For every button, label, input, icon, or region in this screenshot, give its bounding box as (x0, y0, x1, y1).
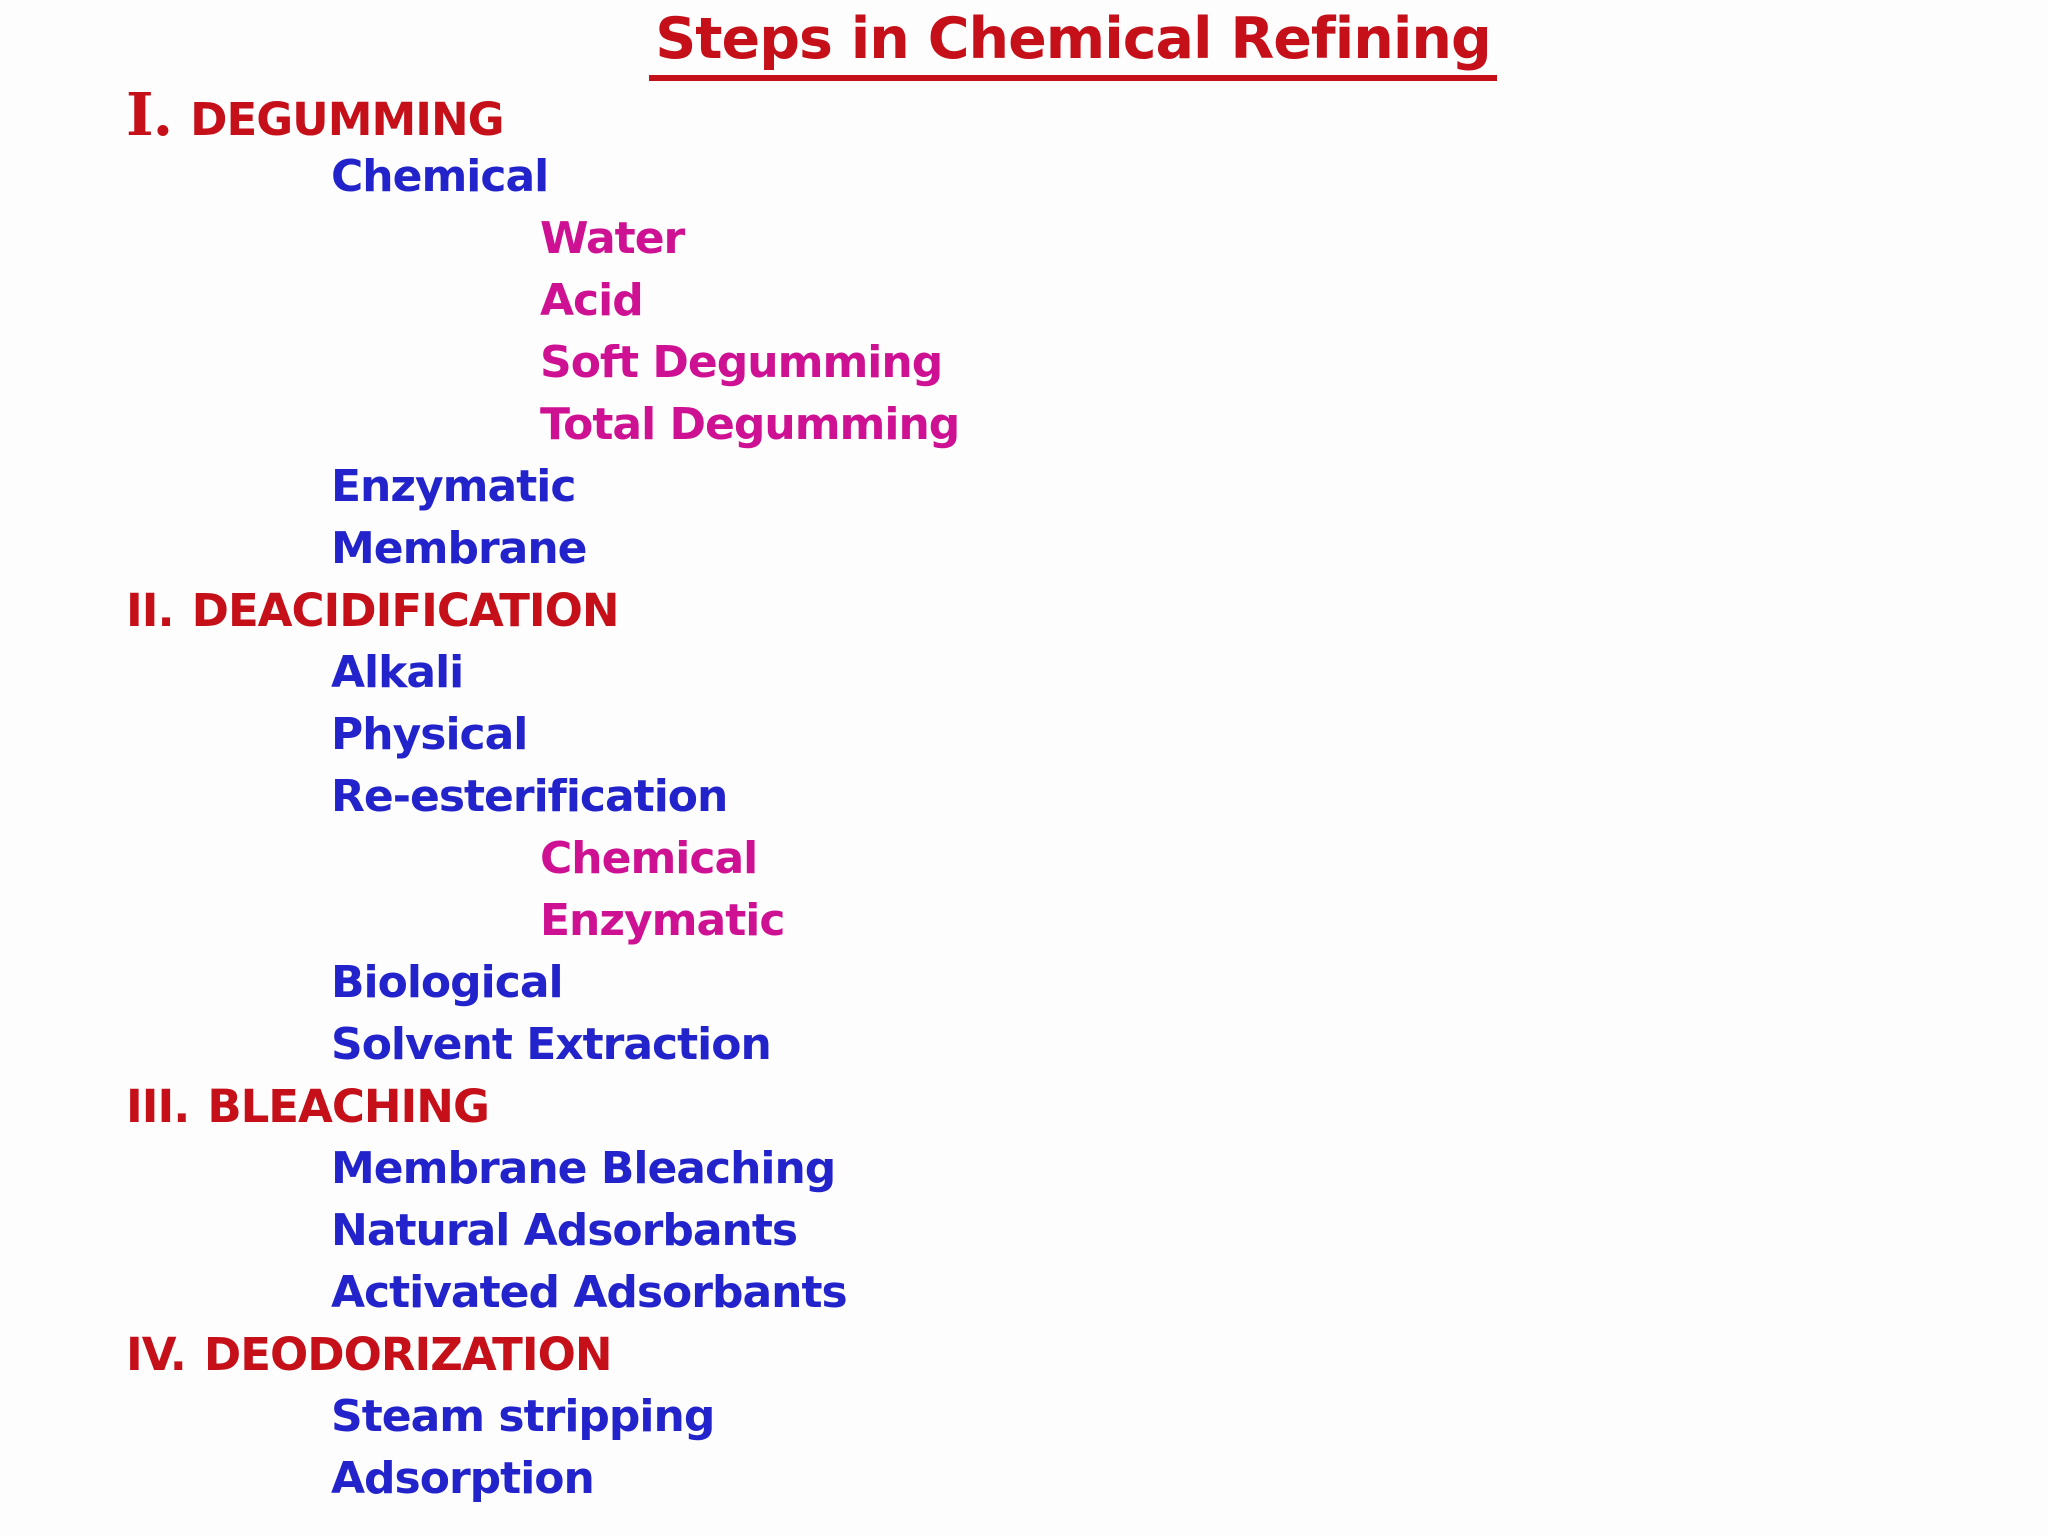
outline-item-label: Activated Adsorbants (331, 1267, 848, 1318)
title-row: Steps in Chemical Refining (0, 8, 2048, 81)
outline-item-label: Alkali (331, 647, 464, 698)
outline-item: Solvent Extraction (126, 1014, 1926, 1076)
outline-item-label: Natural Adsorbants (331, 1205, 798, 1256)
outline-item: Enzymatic (126, 456, 1926, 518)
outline-item: Chemical (126, 146, 1926, 208)
outline-item-label: DEGUMMING (190, 93, 504, 146)
outline-item: III. BLEACHING (126, 1076, 1926, 1138)
outline-item-numeral: I. (126, 80, 173, 149)
outline-item: Membrane (126, 518, 1926, 580)
outline-item-label: Total Degumming (540, 399, 960, 450)
outline-item: Enzymatic (126, 890, 1926, 952)
outline-item: II. DEACIDIFICATION (126, 580, 1926, 642)
outline-item: Soft Degumming (126, 332, 1926, 394)
outline-item-label: Enzymatic (331, 461, 576, 512)
outline-item: Water (126, 208, 1926, 270)
outline-item-label: Enzymatic (540, 895, 785, 946)
outline-item-label: Water (540, 213, 685, 264)
outline-item: Chemical (126, 828, 1926, 890)
outline-item-label: Membrane Bleaching (331, 1143, 836, 1194)
outline-item-label: Steam stripping (331, 1391, 715, 1442)
outline-item: I.DEGUMMING (126, 84, 1926, 147)
outline-item: Physical (126, 704, 1926, 766)
outline-item: Acid (126, 270, 1926, 332)
outline-item: Biological (126, 952, 1926, 1014)
outline-item-numeral: II. (126, 584, 175, 637)
outline-item: Re-esterification (126, 766, 1926, 828)
outline-item-label: Acid (540, 275, 644, 326)
outline-item: Natural Adsorbants (126, 1200, 1926, 1262)
outline-item: Alkali (126, 642, 1926, 704)
outline-item: Activated Adsorbants (126, 1262, 1926, 1324)
outline-item: IV. DEODORIZATION (126, 1324, 1926, 1386)
outline-item-label: BLEACHING (207, 1080, 490, 1133)
outline-item-label: Membrane (331, 523, 588, 574)
outline-item-label: Chemical (331, 151, 549, 202)
outline-item-label: Chemical (540, 833, 758, 884)
outline-item-numeral: III. (126, 1080, 190, 1133)
outline-item: Membrane Bleaching (126, 1138, 1926, 1200)
outline-item-label: Biological (331, 957, 564, 1008)
outline-item-label: Physical (331, 709, 528, 760)
page-title: Steps in Chemical Refining (649, 8, 1497, 81)
outline-item-label: Solvent Extraction (331, 1019, 772, 1070)
outline-item-numeral: IV. (126, 1328, 187, 1381)
outline-item-label: DEACIDIFICATION (191, 584, 620, 637)
outline-item: Total Degumming (126, 394, 1926, 456)
outline-item: Adsorption (126, 1448, 1926, 1510)
outline-item-label: Re-esterification (331, 771, 728, 822)
outline-item-label: Adsorption (331, 1453, 595, 1504)
outline-item-label: DEODORIZATION (203, 1328, 613, 1381)
outline-item: Steam stripping (126, 1386, 1926, 1448)
outline-item-label: Soft Degumming (540, 337, 943, 388)
